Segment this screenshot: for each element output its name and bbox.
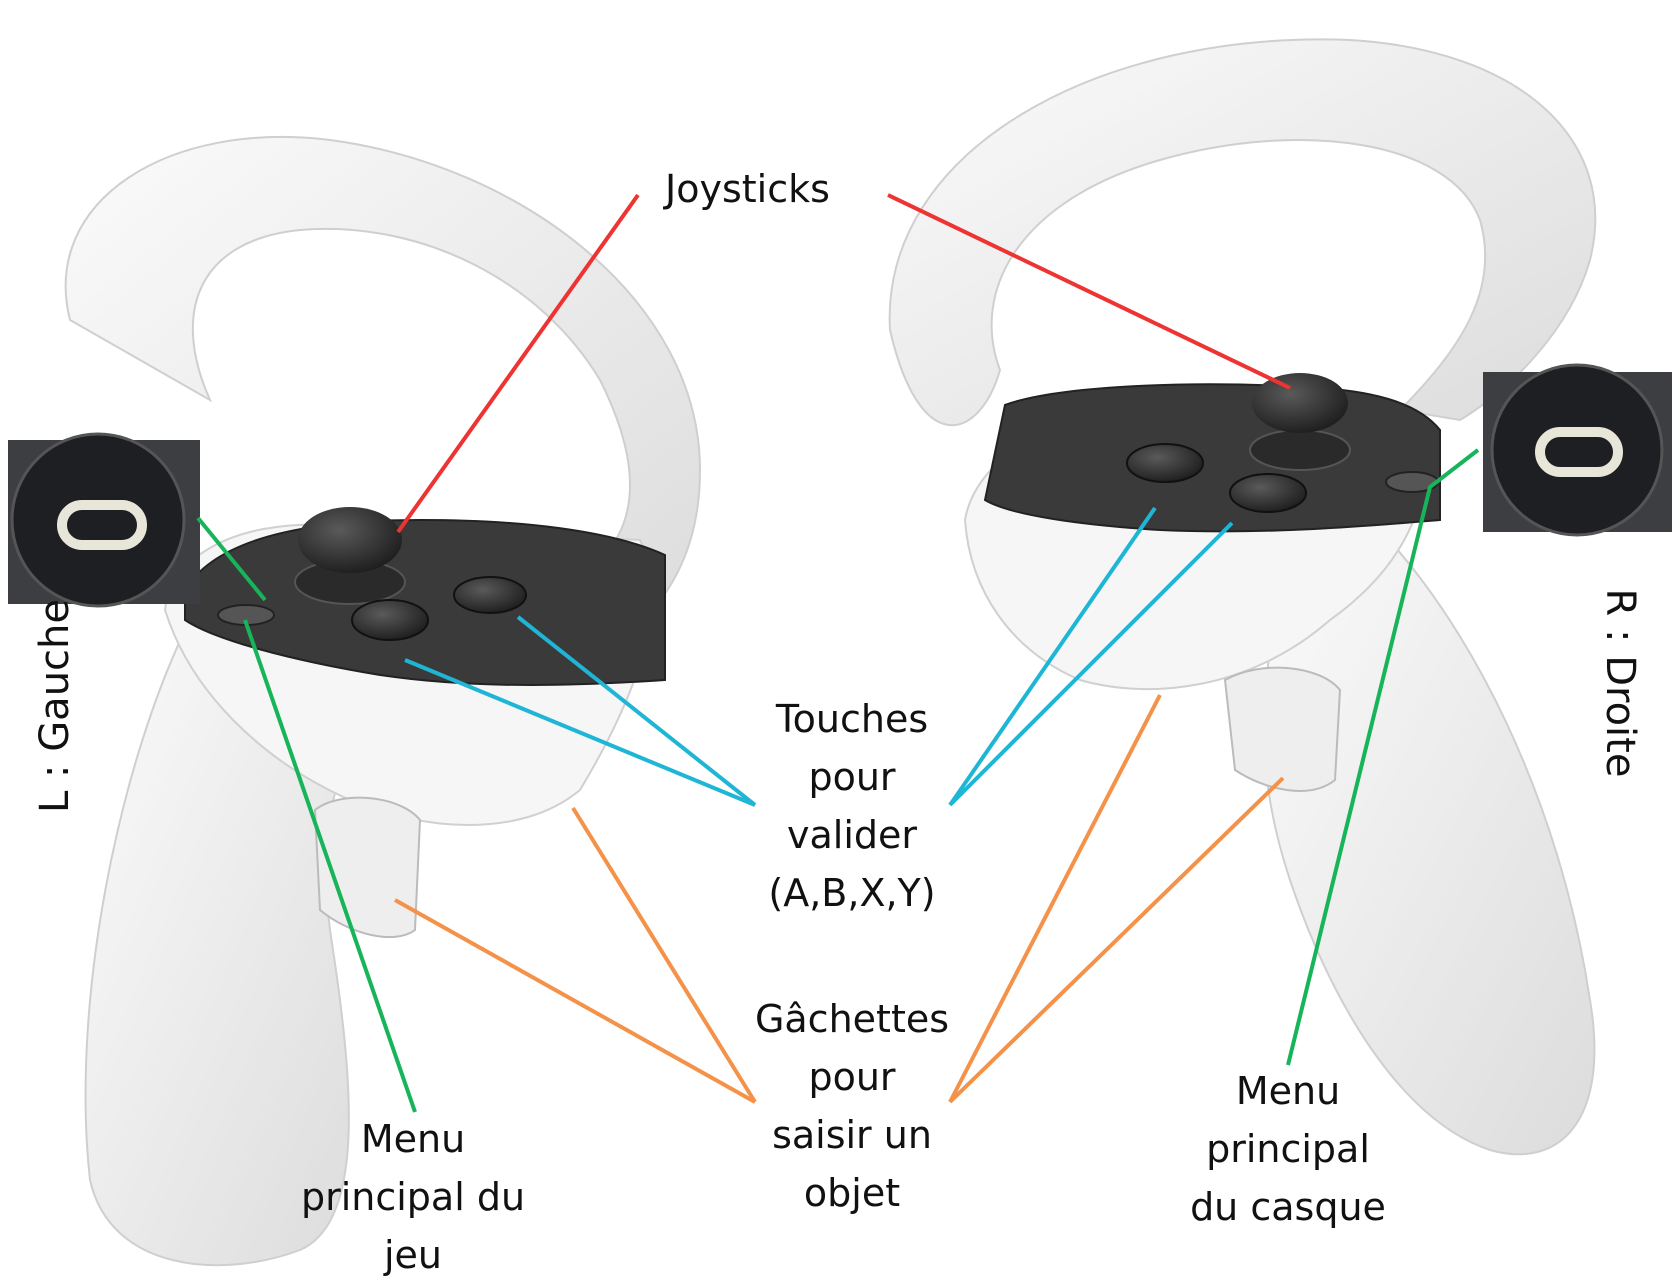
label-menu-casque: Menu principal du casque bbox=[1168, 1062, 1408, 1236]
label-menu-jeu-line-3: jeu bbox=[283, 1226, 543, 1284]
label-gachettes-line-3: saisir un bbox=[742, 1106, 962, 1164]
left-button-x bbox=[352, 600, 428, 640]
label-gachettes-line-2: pour bbox=[742, 1048, 962, 1106]
label-touches: Touches pour valider (A,B,X,Y) bbox=[752, 690, 952, 922]
label-right-side: R : Droite bbox=[1597, 583, 1643, 783]
left-menu-inset bbox=[8, 434, 200, 606]
right-button-a bbox=[1230, 474, 1306, 512]
right-joystick-base bbox=[1250, 430, 1350, 470]
right-button-b bbox=[1127, 444, 1203, 482]
label-left-side: L : Gauche bbox=[32, 613, 78, 813]
label-touches-line-4: (A,B,X,Y) bbox=[752, 864, 952, 922]
label-joysticks: Joysticks bbox=[665, 160, 830, 218]
label-gachettes-line-4: objet bbox=[742, 1164, 962, 1222]
right-joystick bbox=[1252, 373, 1348, 433]
label-touches-line-3: valider bbox=[752, 806, 952, 864]
gachette-line-2 bbox=[573, 808, 755, 1102]
label-menu-jeu-line-1: Menu bbox=[283, 1110, 543, 1168]
label-menu-jeu-line-2: principal du bbox=[283, 1168, 543, 1226]
right-controller-face bbox=[985, 384, 1440, 531]
label-touches-line-2: pour bbox=[752, 748, 952, 806]
label-menu-jeu: Menu principal du jeu bbox=[283, 1110, 543, 1284]
label-gachettes: Gâchettes pour saisir un objet bbox=[742, 990, 962, 1222]
gachette-line-1 bbox=[395, 900, 755, 1102]
label-touches-line-1: Touches bbox=[752, 690, 952, 748]
label-gachettes-line-1: Gâchettes bbox=[742, 990, 962, 1048]
right-trigger bbox=[1225, 668, 1340, 791]
label-menu-casque-line-1: Menu bbox=[1168, 1062, 1408, 1120]
gachette-line-4 bbox=[950, 778, 1283, 1102]
right-menu-inset bbox=[1483, 365, 1672, 535]
right-controller bbox=[890, 39, 1596, 1154]
label-menu-casque-line-3: du casque bbox=[1168, 1178, 1408, 1236]
left-controller bbox=[66, 137, 700, 1265]
left-button-y bbox=[454, 577, 526, 613]
label-menu-casque-line-2: principal bbox=[1168, 1120, 1408, 1178]
left-joystick bbox=[298, 507, 402, 573]
